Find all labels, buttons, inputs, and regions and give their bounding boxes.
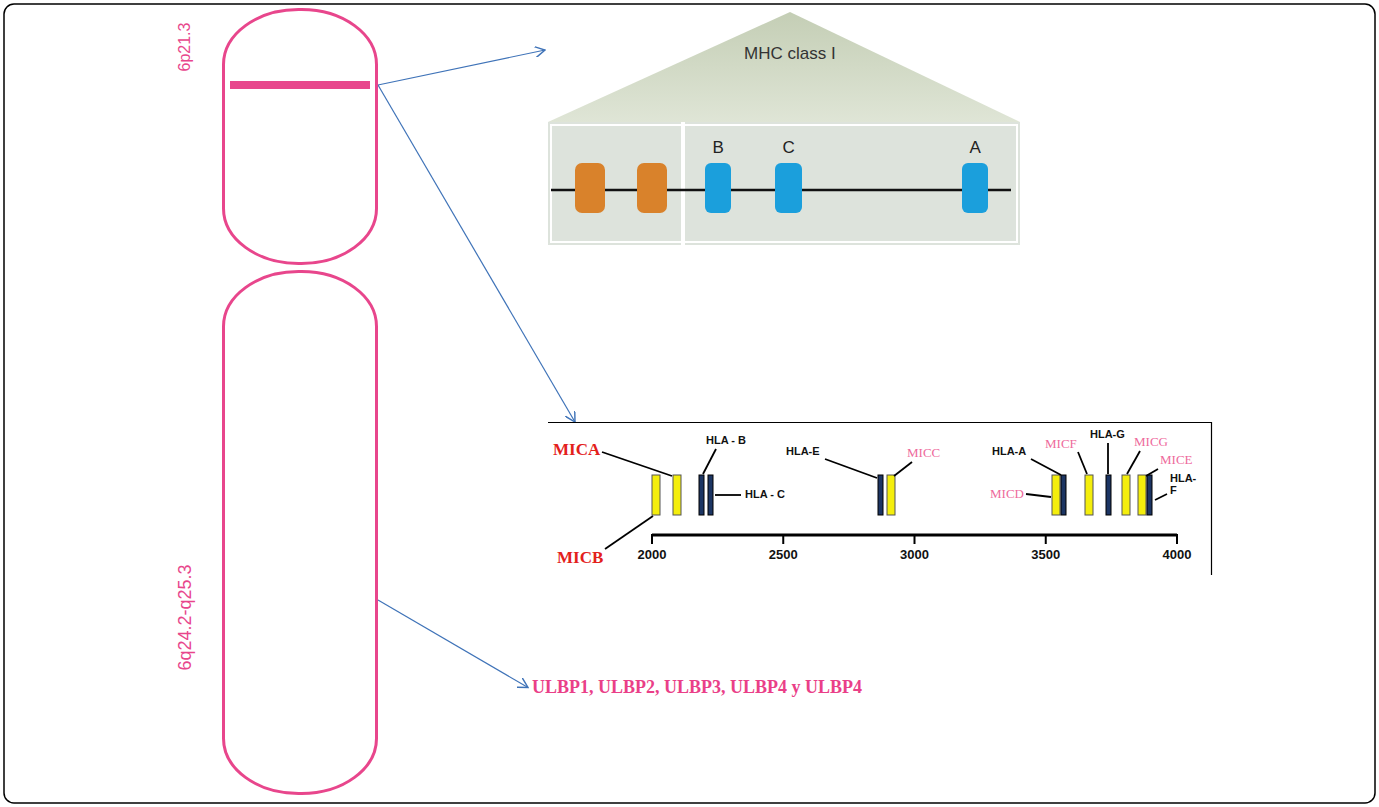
leader-line — [825, 459, 877, 478]
leader-line — [894, 462, 912, 476]
gene-letter: C — [783, 138, 795, 158]
hla-gene-bar — [878, 475, 883, 515]
region-triangle — [548, 12, 1020, 122]
mic-gene-bar — [1122, 475, 1130, 515]
leader-line — [602, 452, 672, 476]
hla-gene-box: C — [775, 163, 802, 213]
leader-line — [1031, 459, 1061, 475]
region-title: MHC class I — [744, 44, 836, 64]
ulbp-gene-list: ULBP1, ULBP2, ULBP3, ULBP4 y ULBP4 — [528, 675, 868, 700]
scale-label: 3000 — [900, 547, 929, 562]
shape-outline — [222, 270, 378, 795]
gene-name: MICE — [1160, 452, 1193, 468]
leader-line — [1155, 494, 1167, 500]
chromosome-q-arm: 6q24.2-q25.3 — [222, 270, 378, 795]
leader-line — [1078, 452, 1087, 474]
scale-label: 2000 — [638, 547, 667, 562]
gene-list-text: ULBP1, ULBP2, ULBP3, ULBP4 y ULBP4 — [532, 677, 864, 698]
leader-line — [1146, 469, 1158, 476]
gene-name: HLA- F — [1170, 472, 1200, 496]
mic-gene-bar — [652, 475, 660, 515]
mhc-class-i-map: MHC class IBCA — [545, 12, 1023, 247]
hla-gene-box: A — [962, 163, 988, 213]
scale-tick — [914, 534, 916, 544]
mic-gene-bar — [673, 475, 681, 515]
leader-line — [1127, 451, 1140, 474]
band-label: 6p21.3 — [176, 23, 194, 72]
hla-gene-bar — [708, 475, 713, 515]
hla-gene-bar — [699, 475, 704, 515]
map-frame — [548, 423, 1212, 576]
panel-inner-frame — [551, 125, 1017, 242]
gene-name: MICF — [1045, 436, 1077, 452]
scale-label: 3500 — [1031, 547, 1060, 562]
chromosome-p-arm: 6p21.3 — [222, 8, 378, 265]
leader-line — [1026, 494, 1051, 497]
mic-gene-bar — [1085, 475, 1093, 515]
gene-name: MICD — [990, 486, 1024, 502]
connector-arrow — [378, 600, 528, 688]
scale-tick — [1045, 534, 1047, 544]
hla-gene-bar — [1147, 475, 1152, 515]
gene-name: MICG — [1134, 434, 1168, 450]
region-panel — [548, 122, 1020, 245]
gene-name: MICB — [557, 548, 603, 568]
connector-arrow — [378, 85, 575, 422]
mic-gene-bar — [1052, 475, 1060, 515]
gene-letter: B — [713, 138, 724, 158]
gene-name: HLA-A — [992, 445, 1026, 457]
scale-tick — [782, 534, 784, 544]
gene-name: MICA — [553, 440, 600, 460]
hla-gene-bar — [1061, 475, 1066, 515]
leader-line — [715, 494, 741, 496]
hla-gene-bar — [1106, 475, 1111, 515]
connector-arrow — [378, 50, 545, 85]
leader-line — [605, 516, 653, 549]
chromosome-outline — [224, 272, 377, 794]
chromosome-outline — [224, 10, 377, 264]
scale-tick — [651, 534, 653, 544]
mic-gene-bar — [887, 475, 895, 515]
scale-tick — [1176, 534, 1178, 544]
gene-letter: A — [970, 138, 981, 158]
gene-name: MICC — [907, 445, 940, 461]
mic-gene-bar — [1138, 475, 1146, 515]
leader-line — [1107, 443, 1109, 474]
page-border — [4, 4, 1375, 803]
leader-line — [703, 449, 716, 474]
gene-block — [637, 163, 667, 213]
scale-label: 2500 — [769, 547, 798, 562]
gene-block — [575, 163, 605, 213]
gene-name: HLA - B — [706, 434, 746, 446]
band-marker — [230, 81, 370, 89]
hla-gene-box: B — [705, 163, 731, 213]
scale-label: 4000 — [1163, 547, 1192, 562]
shape-outline — [222, 8, 378, 265]
gene-name: HLA - C — [745, 488, 785, 500]
band-label: 6q24.2-q25.3 — [175, 564, 196, 670]
gene-name: HLA-G — [1090, 428, 1125, 440]
gene-name: HLA-E — [786, 445, 820, 457]
panel-separator — [681, 122, 685, 245]
